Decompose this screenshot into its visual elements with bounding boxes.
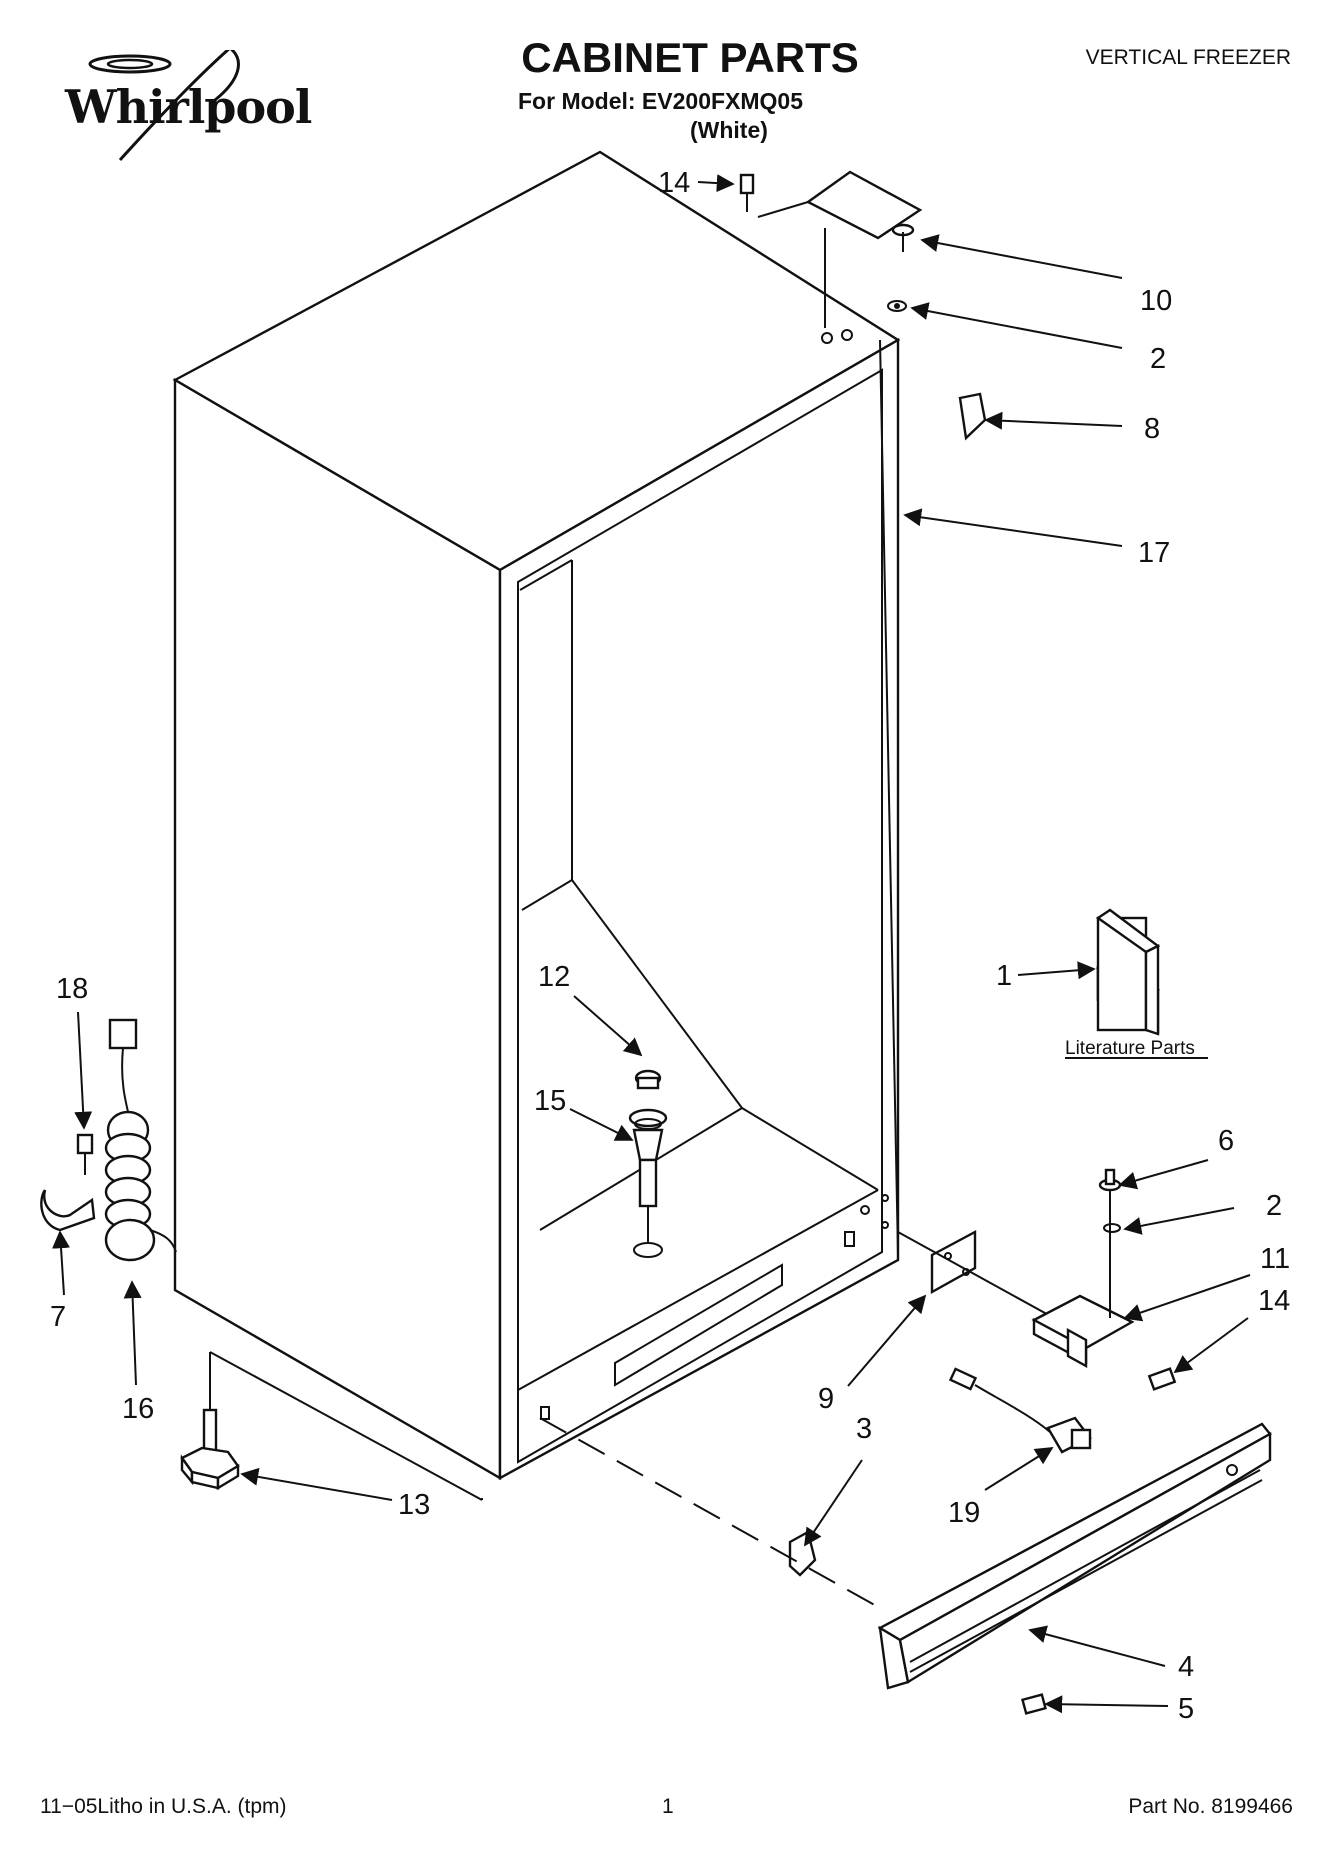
callout-15: 15: [534, 1085, 566, 1117]
model-color: (White): [690, 117, 768, 143]
leveling-leg: [180, 1408, 240, 1491]
callout-18: 18: [56, 973, 88, 1005]
callout-10: 10: [1140, 285, 1172, 317]
callout-19: 19: [948, 1497, 980, 1529]
model-number: For Model: EV200FXMQ05: [518, 88, 804, 114]
callout-leaders: [52, 174, 1251, 1714]
callout-14-low: 14: [1258, 1285, 1290, 1317]
callout-5: 5: [1178, 1693, 1194, 1725]
toe-grille-assembly: [539, 1367, 1272, 1715]
part-number: Part No. 8199466: [1128, 1795, 1293, 1818]
cabinet-shell: [172, 150, 901, 1501]
litho-note: 11−05Litho in U.S.A. (tpm): [40, 1795, 287, 1818]
power-cord-assembly: [40, 1018, 177, 1262]
callout-3: 3: [856, 1413, 872, 1445]
literature-caption: Literature Parts: [1065, 1038, 1195, 1059]
drain-assembly: [628, 1069, 668, 1258]
product-type: VERTICAL FREEZER: [1085, 46, 1291, 69]
whirlpool-logo: Whirlpool: [55, 46, 312, 170]
callout-2-top: 2: [1150, 343, 1166, 375]
callout-4: 4: [1178, 1651, 1194, 1683]
callout-14-top: 14: [658, 167, 690, 199]
callout-2-low: 2: [1266, 1190, 1282, 1222]
callout-13: 13: [398, 1489, 430, 1521]
swirl-icon: [88, 46, 240, 162]
callout-17: 17: [1138, 537, 1170, 569]
page-number: 1: [662, 1795, 674, 1818]
lower-hinge-assembly: [897, 1168, 1177, 1391]
callout-numbers: 14 10 2 8 17 1 18 12 15 6 2 11 14 7 9 16…: [50, 167, 1290, 1725]
callout-9: 9: [818, 1383, 834, 1415]
callout-16: 16: [122, 1393, 154, 1425]
literature-parts: [1065, 908, 1208, 1059]
callout-12: 12: [538, 961, 570, 993]
page-title: CABINET PARTS: [521, 34, 859, 81]
top-hinge-assembly: [739, 170, 987, 441]
callout-7: 7: [50, 1301, 66, 1333]
brand-name: Whirlpool: [65, 80, 312, 134]
callout-6: 6: [1218, 1125, 1234, 1157]
callout-8: 8: [1144, 413, 1160, 445]
callout-1: 1: [996, 960, 1012, 992]
callout-11: 11: [1260, 1243, 1290, 1275]
